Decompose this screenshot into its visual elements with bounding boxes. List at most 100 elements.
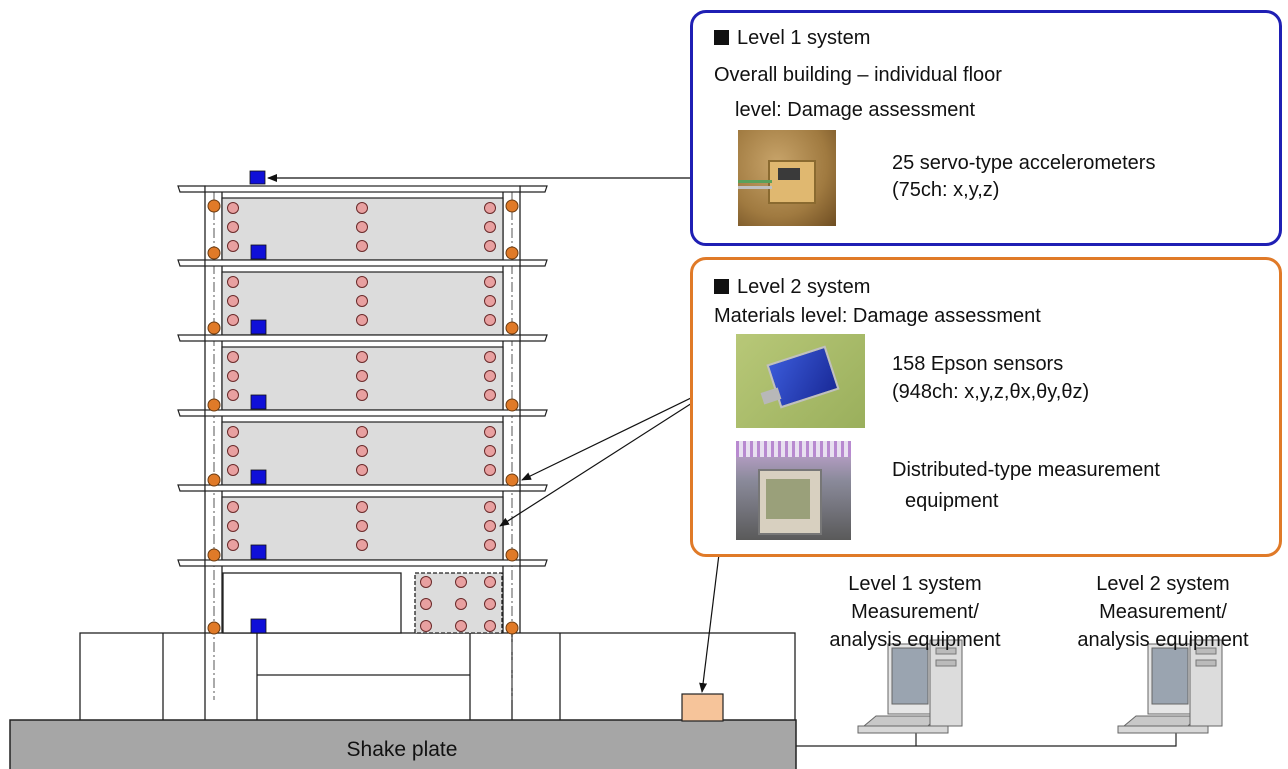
epson-sensor-marker <box>484 202 496 214</box>
epson-sensor-marker <box>227 426 239 438</box>
arrow-equipment-to-box <box>699 545 721 693</box>
bullet-icon <box>714 279 729 294</box>
column-sensor-marker <box>207 548 221 562</box>
servo-sensor-marker <box>250 319 267 335</box>
computer-label-line2: Measurement/ <box>1099 601 1227 623</box>
floor-slab <box>204 259 521 267</box>
epson-sensor-marker <box>227 276 239 288</box>
floor-slabs <box>177 185 548 567</box>
computer-label-line3: analysis equipment <box>829 629 1001 651</box>
slab-overhang-right <box>519 185 548 193</box>
floor-slab <box>204 409 521 417</box>
floor-slab <box>204 484 521 492</box>
epson-sensor-markers <box>227 202 496 632</box>
epson-sensor-marker <box>455 620 467 632</box>
epson-sensor-marker <box>227 445 239 457</box>
servo-sensor-markers <box>249 170 267 634</box>
epson-sensor-marker <box>484 426 496 438</box>
slab-overhang-right <box>519 484 548 492</box>
shake-plate <box>9 719 797 769</box>
epson-sensor-marker <box>227 295 239 307</box>
computer-icon <box>1117 639 1223 734</box>
epson-sensor-marker <box>484 501 496 513</box>
epson-sensor-marker <box>227 370 239 382</box>
level2-line1: Materials level: Damage assessment <box>714 305 1041 327</box>
epson-sensor-marker <box>227 539 239 551</box>
column-sensor-marker <box>207 473 221 487</box>
servo-sensor-marker <box>250 469 267 485</box>
column-sensor-marker <box>505 199 519 213</box>
level2-sensor-line1: 158 Epson sensors <box>892 353 1064 375</box>
epson-sensor-marker <box>356 370 368 382</box>
epson-sensor-marker <box>356 539 368 551</box>
servo-sensor-marker <box>250 618 267 634</box>
slab-overhang-right <box>519 409 548 417</box>
epson-sensor-marker <box>227 464 239 476</box>
epson-sensor-marker <box>227 520 239 532</box>
epson-sensor-marker <box>484 276 496 288</box>
column-sensor-marker <box>207 398 221 412</box>
slab-overhang-left <box>177 409 206 417</box>
column-sensor-marker <box>505 473 519 487</box>
epson-sensor-marker <box>227 389 239 401</box>
epson-sensor-marker <box>484 221 496 233</box>
floor-slab <box>204 334 521 342</box>
epson-sensor-marker <box>356 202 368 214</box>
level2-equip-line2: equipment <box>905 490 999 512</box>
floor-slab <box>204 559 521 567</box>
column-sensor-markers <box>207 199 519 635</box>
epson-sensor-marker <box>484 351 496 363</box>
epson-sensor-marker <box>484 445 496 457</box>
computer-label-line2: Measurement/ <box>851 601 979 623</box>
epson-sensor-marker <box>356 240 368 252</box>
epson-sensor-marker <box>420 576 432 588</box>
epson-sensor-marker <box>227 202 239 214</box>
epson-sensor-marker <box>484 539 496 551</box>
bullet-icon <box>714 30 729 45</box>
epson-sensor-marker <box>356 426 368 438</box>
floor-slab <box>204 185 521 193</box>
epson-sensor-marker <box>356 501 368 513</box>
column-sensor-marker <box>505 246 519 260</box>
servo-sensor-marker <box>250 244 267 260</box>
epson-sensor-photo <box>736 334 865 428</box>
servo-sensor-marker <box>250 394 267 410</box>
epson-sensor-marker <box>356 276 368 288</box>
epson-sensor-marker <box>227 501 239 513</box>
slab-overhang-left <box>177 484 206 492</box>
epson-sensor-marker <box>227 351 239 363</box>
column-sensor-marker <box>207 246 221 260</box>
network-lines <box>796 732 1177 747</box>
slab-overhang-right <box>519 259 548 267</box>
epson-sensor-marker <box>484 464 496 476</box>
epson-sensor-marker <box>420 620 432 632</box>
epson-sensor-marker <box>420 598 432 610</box>
epson-sensor-marker <box>356 464 368 476</box>
computer-label-line3: analysis equipment <box>1077 629 1249 651</box>
epson-sensor-marker <box>227 221 239 233</box>
epson-sensor-marker <box>356 221 368 233</box>
computer-label-line1: Level 1 system <box>848 573 982 595</box>
servo-sensor-marker <box>249 170 266 185</box>
level2-title: Level 2 system <box>714 275 870 299</box>
epson-sensor-marker <box>484 389 496 401</box>
ground-floor-opening <box>222 572 402 634</box>
computer-label-level1: Level 1 system Measurement/ analysis equ… <box>780 572 1050 652</box>
level1-line1: Overall building – individual floor <box>714 64 1002 86</box>
foundation <box>79 632 796 722</box>
epson-sensor-marker <box>356 389 368 401</box>
slab-overhang-left <box>177 185 206 193</box>
column-sensor-marker <box>505 548 519 562</box>
epson-sensor-marker <box>484 620 496 632</box>
epson-sensor-marker <box>227 240 239 252</box>
slab-overhang-right <box>519 559 548 567</box>
epson-sensor-marker <box>484 314 496 326</box>
epson-sensor-marker <box>455 598 467 610</box>
column-sensor-marker <box>505 398 519 412</box>
epson-sensor-marker <box>484 295 496 307</box>
equipment-box <box>681 693 724 722</box>
slab-overhang-left <box>177 559 206 567</box>
computer-label-line1: Level 2 system <box>1096 573 1230 595</box>
column-sensor-marker <box>505 621 519 635</box>
epson-sensor-marker <box>484 370 496 382</box>
